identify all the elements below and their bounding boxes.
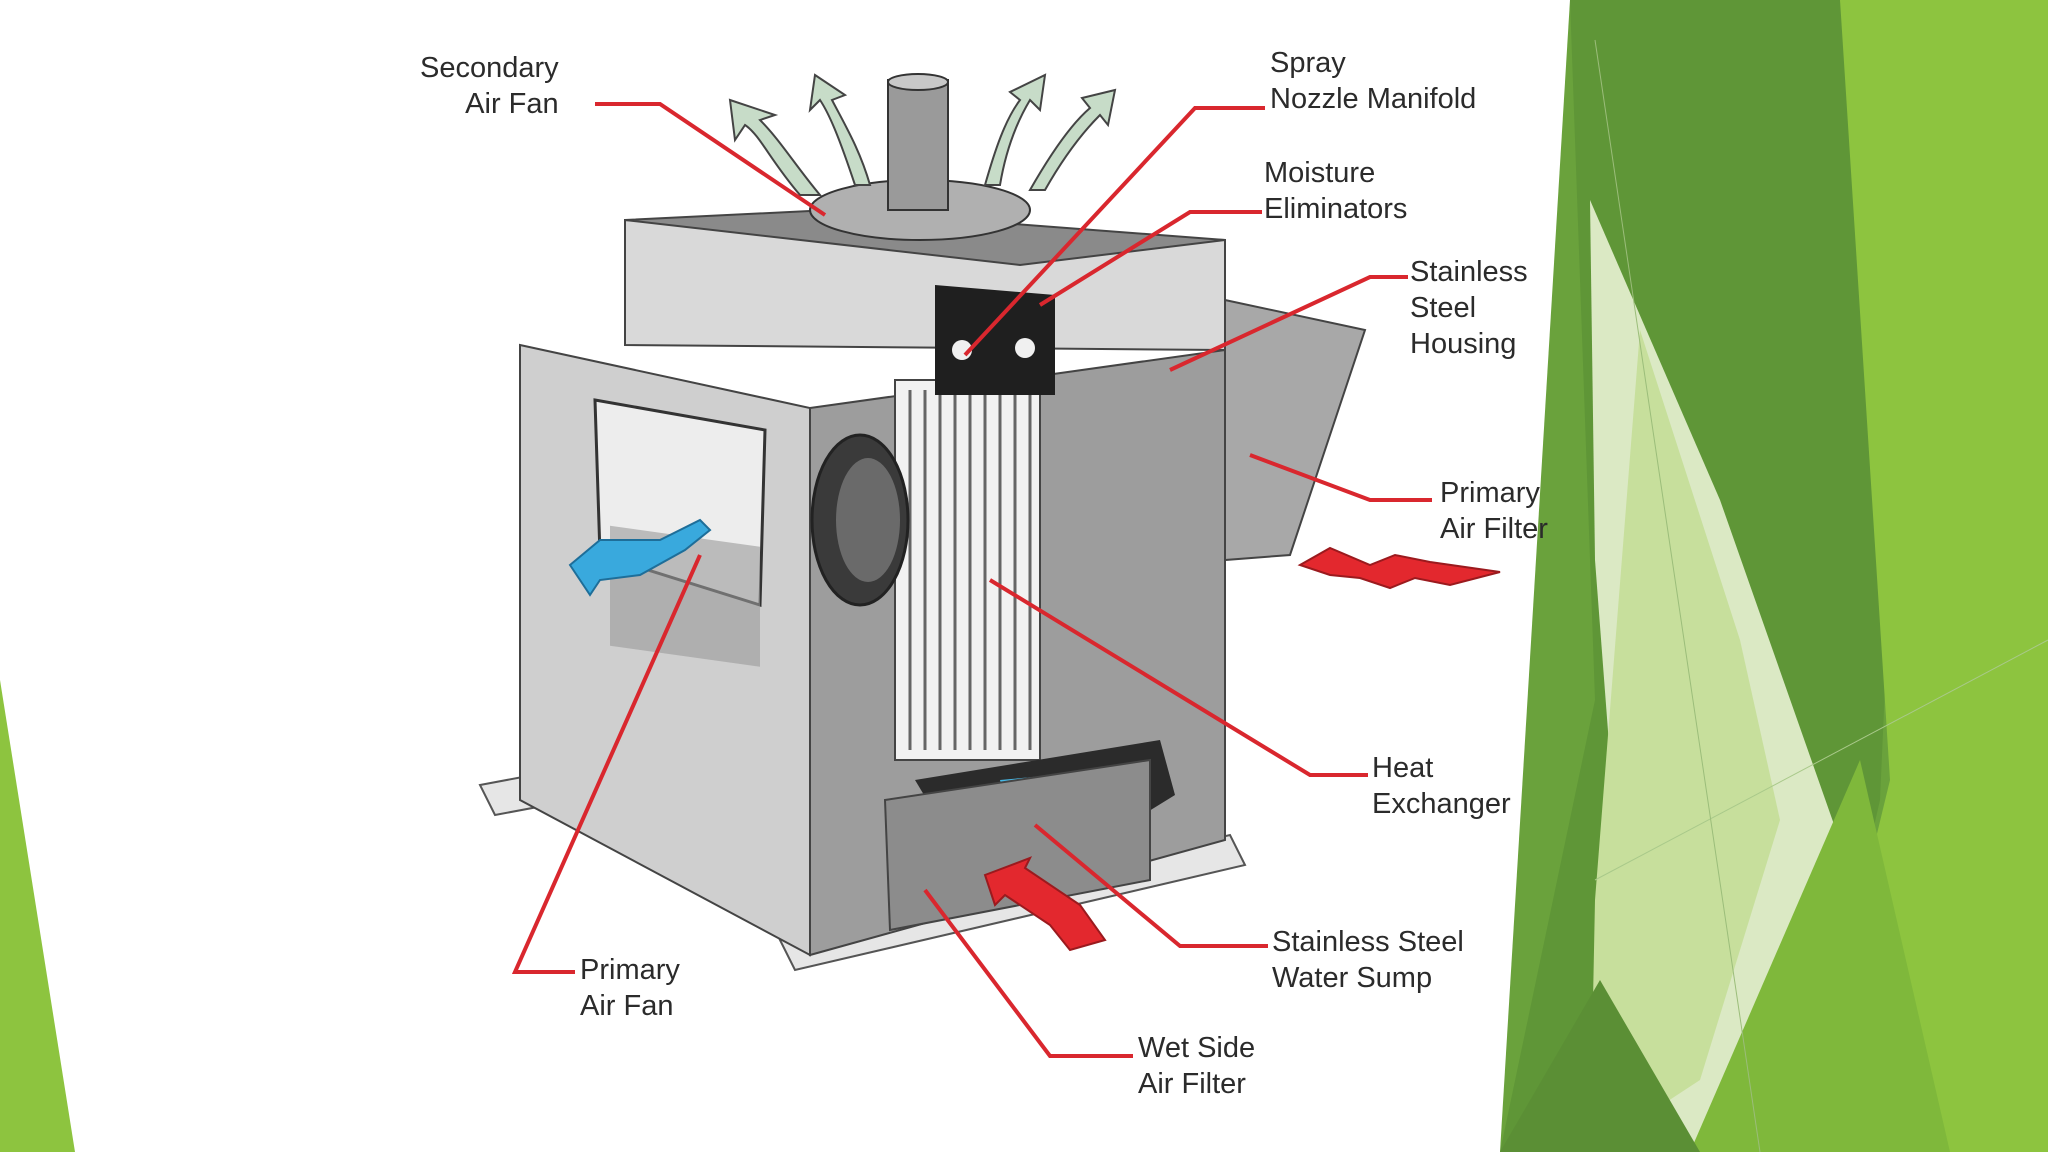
leader-lines <box>511 102 1432 1058</box>
label-secondary-air-fan: Secondary Air Fan <box>420 52 559 120</box>
label-primary-air-filter: Primary Air Filter <box>1440 477 1548 545</box>
air-washer-illustration <box>478 73 1501 972</box>
label-moisture-eliminators: Moisture Eliminators <box>1264 157 1408 225</box>
left-green-accent <box>0 680 75 1152</box>
label-primary-air-fan: Primary Air Fan <box>580 954 680 1022</box>
label-heat-exchanger: Heat Exchanger <box>1372 752 1511 820</box>
label-stainless-steel-water-sump: Stainless Steel Water Sump <box>1272 926 1464 994</box>
label-spray-nozzle-manifold: Spray Nozzle Manifold <box>1270 47 1477 115</box>
right-green-decoration <box>1500 0 2048 1152</box>
label-wet-side-air-filter: Wet Side Air Filter <box>1138 1032 1256 1100</box>
label-stainless-steel-housing: Stainless Steel Housing <box>1410 256 1528 360</box>
